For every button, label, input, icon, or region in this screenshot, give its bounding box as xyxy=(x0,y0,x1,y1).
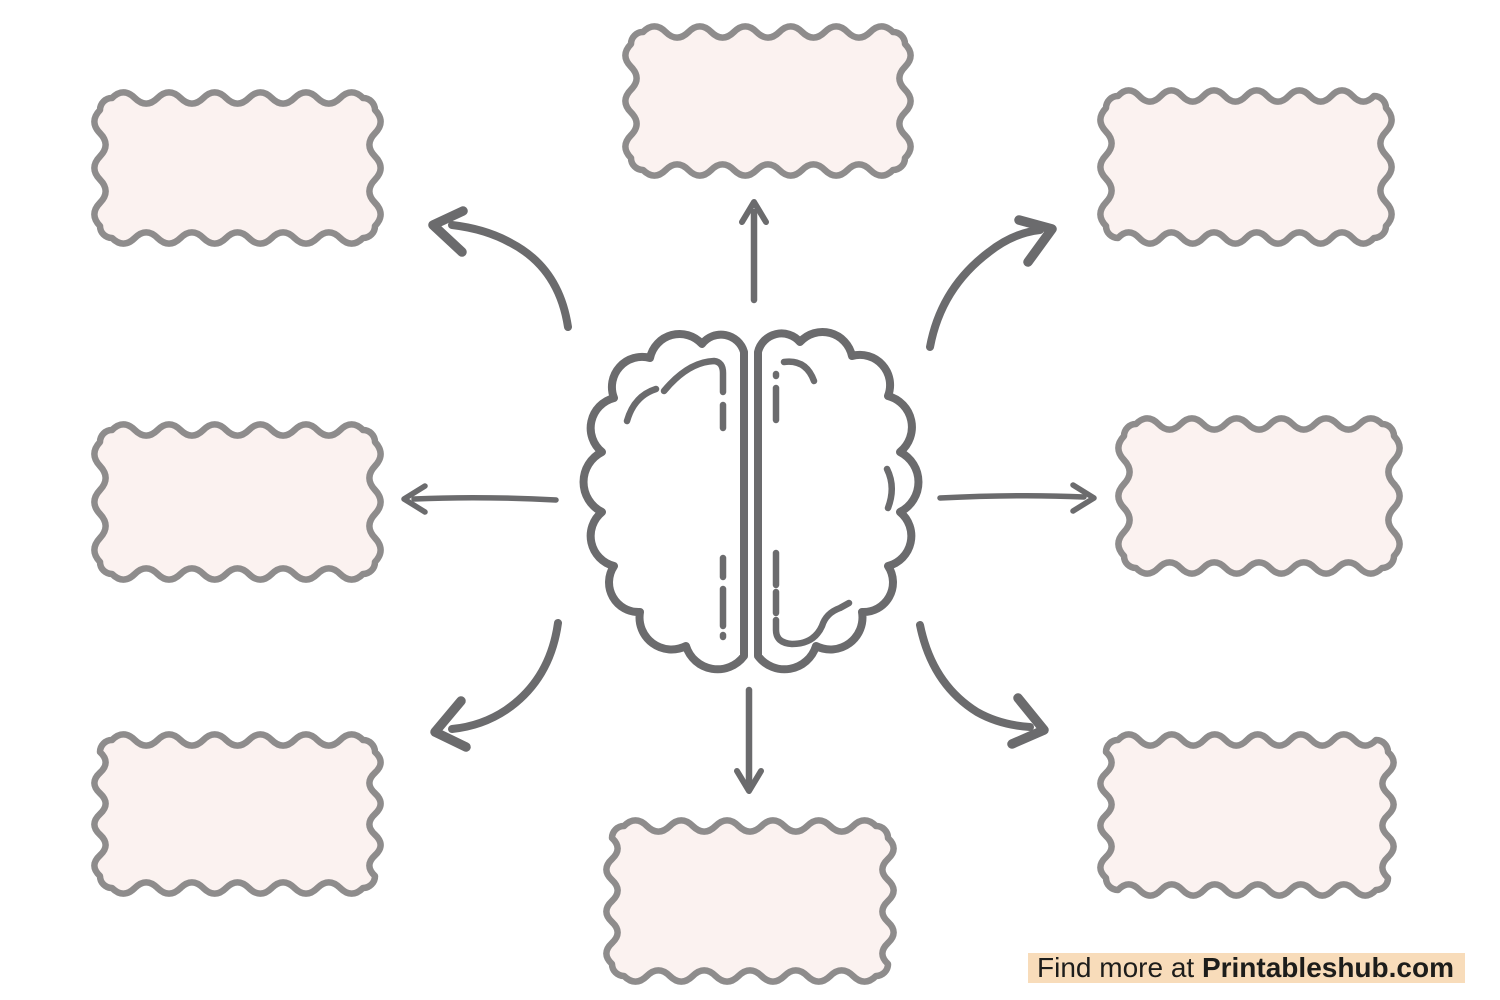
blank-box-middle-right xyxy=(1115,415,1403,577)
arrow-curved-bottom-left xyxy=(430,619,562,752)
footer-credit-text: Find more at Printableshub.com xyxy=(1037,952,1454,983)
blank-box-bottom-center xyxy=(603,817,897,985)
blank-box-bottom-right xyxy=(1097,731,1397,899)
blank-box-bottom-left xyxy=(91,731,384,897)
blank-box-middle-left xyxy=(91,421,384,583)
brain-icon xyxy=(579,328,923,674)
footer-brand: Printableshub.com xyxy=(1201,952,1454,983)
arrow-left xyxy=(401,483,559,515)
blank-box-top-right xyxy=(1097,87,1395,247)
brain-detail-lines xyxy=(623,357,895,648)
arrow-right xyxy=(937,482,1097,514)
arrow-curved-top-left xyxy=(428,206,572,331)
footer-credit: Find more at Printableshub.com xyxy=(1028,952,1465,983)
arrow-curved-top-right xyxy=(926,215,1057,351)
arrow-down xyxy=(734,686,764,794)
blank-box-top-left xyxy=(91,89,384,247)
arrow-up xyxy=(739,199,769,304)
arrow-curved-bottom-right xyxy=(916,621,1049,749)
blank-box-top-center xyxy=(622,23,914,179)
